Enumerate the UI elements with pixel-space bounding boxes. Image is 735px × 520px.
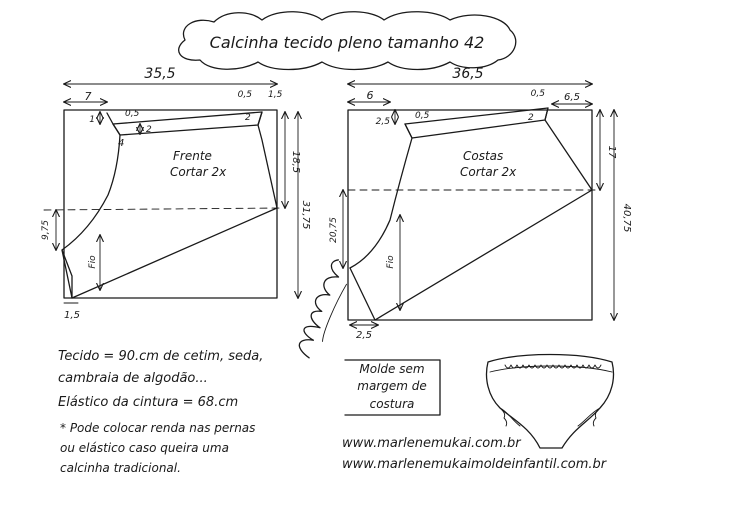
back-cut-instruction: Cortar 2x [460, 165, 517, 179]
notes-line-4: * Pode colocar renda nas pernas [60, 421, 255, 435]
page-title: Calcinha tecido pleno tamanho 42 [210, 33, 485, 52]
front-left-drop-label: 9,75 [41, 220, 51, 240]
notes-line-2: cambraia de algodão... [58, 371, 208, 386]
back-waist-left-drop-label: 2,5 [376, 117, 391, 127]
front-piece-name: Frente [173, 149, 212, 163]
back-waist-right-drop-label: 0,5 [531, 89, 546, 99]
back-bottom-label: 2,5 [356, 330, 372, 341]
front-crotch-width-label: 7 [85, 90, 92, 103]
seam-note-line-2: margem de [357, 379, 426, 393]
front-side-seam [257, 111, 278, 209]
notes-line-1: Tecido = 90.cm de cetim, seda, [58, 349, 263, 364]
front-band-left-label: 2 [146, 125, 152, 135]
front-leg-line [61, 207, 278, 299]
front-width-label: 35,5 [144, 66, 175, 82]
front-band-right-label: 2 [245, 113, 251, 123]
website-url-1: www.marlenemukai.com.br [342, 436, 522, 451]
website-url-2: www.marlenemukaimoldeinfantil.com.br [342, 457, 608, 472]
back-piece: 36,5 6 2,5 0,5 2 0,5 6,5 Costas Cortar 2… [329, 66, 632, 341]
front-crotch-curve [61, 112, 121, 299]
seam-note-bracket [344, 359, 441, 416]
seam-note-line-3: costura [370, 397, 415, 411]
signature [298, 259, 347, 359]
front-bottom-label: 1,5 [64, 310, 80, 321]
back-grain-label: Fio [386, 255, 396, 269]
back-waist-inner-label: 0,5 [415, 111, 430, 121]
back-frame-rect [347, 109, 593, 321]
front-grain-label: Fio [88, 255, 98, 269]
front-side-total-label: 31,75 [300, 201, 311, 230]
notes-line-5: ou elástico caso queira uma [60, 441, 229, 455]
front-piece: 35,5 7 1 0,5 2 2 0,5 1,5 4 Frente Cortar… [41, 66, 311, 321]
seam-note-line-1: Molde sem [359, 362, 424, 376]
back-side-total-label: 40,75 [621, 204, 632, 233]
back-piece-name: Costas [463, 149, 503, 163]
front-frame-rect [63, 109, 278, 299]
seam-note-box: Molde sem margem de costura [344, 359, 441, 416]
front-waist-drop-label: 1 [89, 115, 95, 125]
front-waist-inner-label: 0,5 [125, 109, 140, 119]
back-side-seam [544, 107, 593, 191]
front-waist-right-offset-label: 1,5 [268, 90, 283, 100]
title-cloud: Calcinha tecido pleno tamanho 42 [178, 11, 517, 71]
fabric-notes: Tecido = 90.cm de cetim, seda, cambraia … [58, 349, 263, 475]
front-hip-line [43, 207, 283, 211]
back-side-upper-label: 17 [606, 146, 617, 159]
back-leg-line [349, 189, 593, 321]
notes-line-3: Elástico da cintura = 68.cm [58, 395, 238, 410]
back-crotch-curve [349, 123, 413, 269]
back-left-drop-label: 20,75 [329, 217, 339, 243]
front-waist-right-drop-label: 0,5 [238, 90, 253, 100]
notes-line-6: calcinha tradicional. [60, 461, 181, 475]
back-left-offset-label: 6 [367, 89, 374, 102]
front-side-upper-label: 18,5 [290, 151, 301, 173]
back-waist-right-offset-label: 6,5 [564, 92, 580, 103]
back-band-right-label: 2 [528, 113, 534, 123]
front-curve-depth-label: 4 [118, 138, 124, 149]
panty-illustration [485, 353, 615, 449]
front-cut-instruction: Cortar 2x [170, 165, 227, 179]
back-width-label: 36,5 [452, 66, 483, 82]
